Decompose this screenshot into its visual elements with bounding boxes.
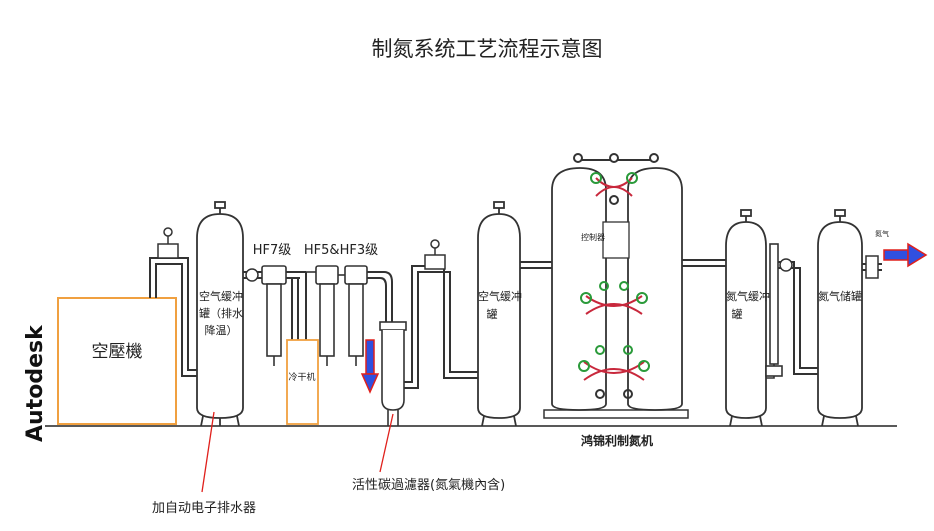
diagram-title: 制氮系统工艺流程示意图 bbox=[372, 37, 603, 61]
air-buffer-tank-2-label-line-1: 空气缓冲 bbox=[478, 289, 522, 303]
flow-meter-assembly bbox=[765, 243, 783, 379]
pipe-hf7-to-dryer-to-hf5 bbox=[286, 271, 307, 340]
generator-top-header bbox=[573, 153, 659, 163]
pipe-tank2-to-generator bbox=[520, 261, 556, 269]
air-compressor-label: 空壓機 bbox=[92, 342, 143, 362]
nitrogen-storage-tank bbox=[817, 209, 863, 427]
generator-middle-valve-cluster bbox=[580, 281, 648, 315]
air-buffer-tank-1-label-line-3: 降温） bbox=[205, 323, 238, 337]
adsorption-tower-left bbox=[551, 167, 607, 411]
generator-base bbox=[543, 409, 689, 419]
flow-direction-down-arrow-icon bbox=[360, 339, 380, 394]
hf7-filter bbox=[261, 265, 287, 366]
outlet-valve-icon bbox=[865, 255, 879, 279]
carbon-filter-annotation-text: 活性碳過濾器(氮氣機內含) bbox=[352, 477, 505, 493]
nitrogen-storage-tank-label: 氮气储罐 bbox=[818, 289, 862, 303]
outlet-label: 氮气 bbox=[875, 229, 889, 238]
pipe-carbon-filter-to-tank2 bbox=[404, 265, 478, 389]
auto-drain-annotation-line bbox=[201, 411, 215, 493]
nitrogen-generator: 控制器 bbox=[543, 153, 689, 419]
hf5-hf3-filter-label: HF5&HF3级 bbox=[304, 243, 378, 258]
refrigerated-dryer-box bbox=[286, 339, 319, 425]
air-buffer-tank-1-label-line-2: 罐（排水 bbox=[199, 306, 243, 320]
air-buffer-tank-1-label-line-1: 空气缓冲 bbox=[199, 289, 243, 303]
tank2-inlet-valve-icon bbox=[424, 239, 446, 270]
activated-carbon-filter bbox=[379, 321, 407, 426]
n2-line-valve-icon bbox=[779, 258, 793, 272]
hf7-filter-label: HF7级 bbox=[253, 243, 292, 258]
generator-upper-valve-cluster bbox=[590, 172, 638, 205]
outlet-flow-arrow-icon bbox=[883, 242, 928, 268]
watermark-text: Autodesk bbox=[23, 324, 48, 442]
pipe-n2-buffer-to-storage bbox=[778, 261, 818, 375]
nitrogen-buffer-tank bbox=[725, 209, 767, 427]
hf5-hf3-filters bbox=[306, 265, 368, 366]
adsorption-tower-right bbox=[627, 167, 683, 411]
compressor-outlet-valve-icon bbox=[157, 227, 179, 259]
air-buffer-tank-2-label-line-2: 罐 bbox=[487, 308, 498, 321]
nitrogen-buffer-tank-label-line-1: 氮气缓冲 bbox=[726, 289, 770, 303]
nitrogen-generator-label: 鸿锦利制氮机 bbox=[581, 433, 653, 448]
carbon-filter-annotation-line bbox=[379, 413, 394, 473]
generator-lower-valve-cluster bbox=[578, 345, 650, 399]
nitrogen-buffer-tank-label-line-2: 罐 bbox=[732, 308, 743, 321]
air-compressor-box bbox=[57, 297, 177, 425]
pipe-generator-to-n2-buffer bbox=[682, 259, 726, 267]
pipe-hf3-to-carbon-filter bbox=[367, 271, 393, 322]
air-buffer-tank-1 bbox=[196, 201, 244, 427]
auto-drain-annotation-text: 加自动电子排水器 bbox=[152, 501, 256, 516]
tank1-outlet-valve-icon bbox=[245, 268, 259, 282]
refrigerated-dryer-label: 冷干机 bbox=[288, 371, 315, 383]
compressor-outlet-pipe bbox=[149, 257, 197, 377]
generator-control-panel bbox=[602, 221, 630, 259]
air-buffer-tank-2 bbox=[477, 201, 521, 427]
generator-control-panel-label: 控制器 bbox=[581, 232, 605, 242]
